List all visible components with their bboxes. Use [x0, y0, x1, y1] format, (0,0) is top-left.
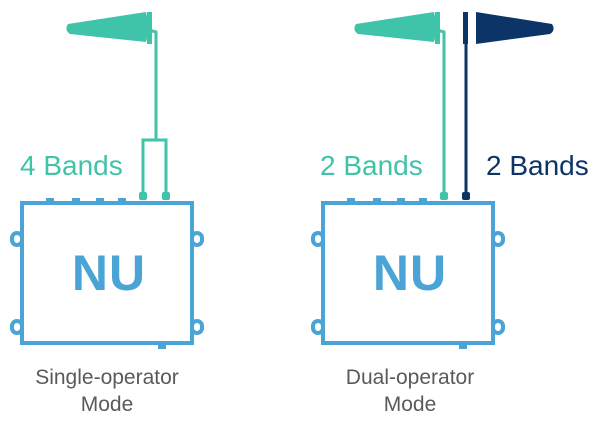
- caption-line-2: Mode: [383, 393, 437, 416]
- rf-connector: [162, 192, 170, 200]
- rf-connector: [440, 192, 448, 200]
- unit-top-ports: [46, 198, 166, 349]
- single-operator-graphics: [10, 12, 204, 349]
- band-label-navy: 2 Bands: [486, 150, 589, 181]
- mounting-tabs: [10, 231, 204, 335]
- caption-line-2: Mode: [80, 393, 134, 416]
- caption-line-1: Single-operator: [35, 366, 179, 389]
- unit-top-ports: [347, 198, 467, 349]
- mounting-tabs: [311, 231, 505, 335]
- rf-connector: [139, 192, 147, 200]
- antenna-cable: [141, 28, 168, 196]
- nu-unit-label: NU: [372, 245, 448, 301]
- antenna-icon: [476, 12, 554, 44]
- rf-connector: [462, 192, 470, 200]
- caption-line-1: Dual-operator: [345, 366, 475, 389]
- band-label-single: 4 Bands: [20, 150, 123, 181]
- antenna-icon: [66, 12, 148, 42]
- dual-operator-graphics: [311, 12, 554, 349]
- nu-unit-box: [321, 201, 495, 345]
- caption-single-operator: Single-operator Mode: [2, 364, 212, 418]
- antenna-icon: [354, 12, 436, 42]
- caption-dual-operator: Dual-operator Mode: [305, 364, 515, 418]
- band-label-teal: 2 Bands: [320, 150, 423, 181]
- antenna-mount: [147, 12, 152, 44]
- nu-unit-box: [20, 201, 194, 345]
- nu-unit-label: NU: [71, 245, 147, 301]
- antenna-cable: [436, 28, 446, 196]
